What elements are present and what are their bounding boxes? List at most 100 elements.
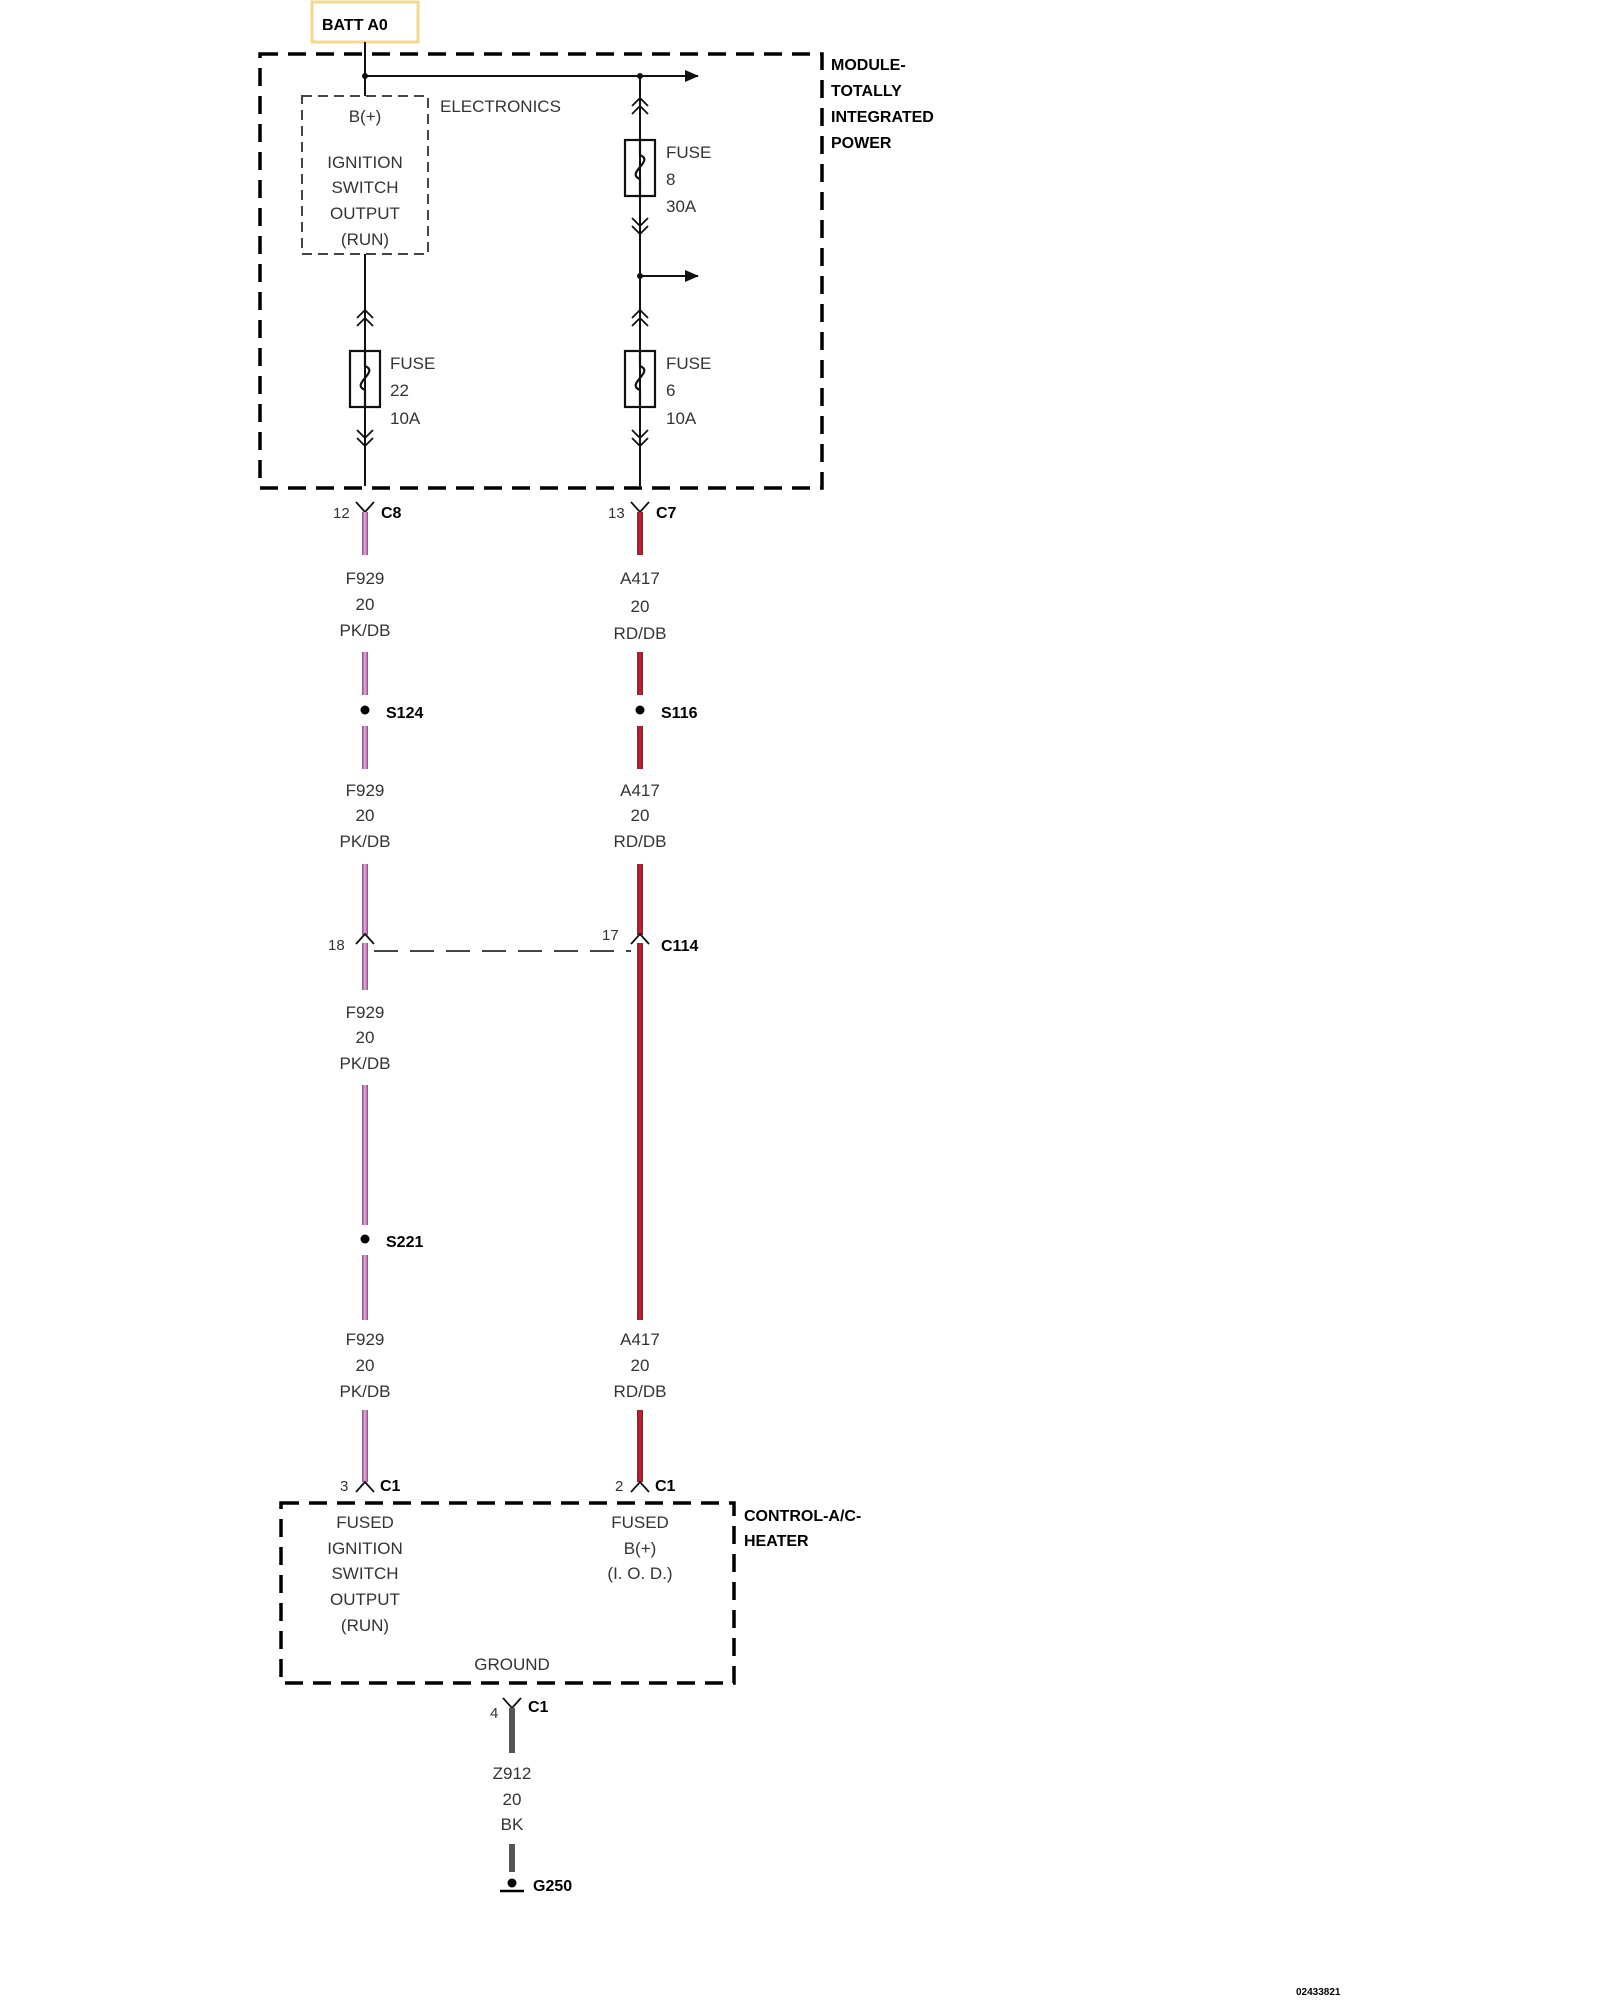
connector-c8-name: C8 (381, 505, 402, 522)
fuse-22-label: FUSE 22 10A (390, 354, 435, 428)
connector-c8-pin: 12 (333, 505, 350, 522)
connector-c7-icon (630, 501, 650, 514)
svg-text:PK/DB: PK/DB (339, 832, 390, 851)
connector-c1-pin2-name: C1 (655, 1478, 676, 1495)
svg-text:HEATER: HEATER (744, 1533, 809, 1550)
svg-text:A417: A417 (620, 781, 660, 800)
connector-c114-pin-right: 17 (602, 927, 619, 944)
wire-f929-label: F929 20 PK/DB (339, 781, 390, 851)
splice-s116-label: S116 (661, 705, 698, 722)
chevron-up-icon (631, 308, 649, 327)
svg-text:F929: F929 (346, 569, 385, 588)
svg-text:20: 20 (503, 1790, 522, 1809)
svg-text:FUSE: FUSE (666, 354, 711, 373)
svg-text:FUSE: FUSE (390, 354, 435, 373)
connector-c114-pin-left: 18 (328, 937, 345, 954)
svg-text:POWER: POWER (831, 135, 892, 152)
hvac-fused-b-plus-label: FUSED B(+) (I. O. D.) (607, 1513, 672, 1583)
svg-text:8: 8 (666, 170, 675, 189)
svg-text:OUTPUT: OUTPUT (330, 1590, 400, 1609)
svg-text:BK: BK (501, 1815, 524, 1834)
svg-text:SWITCH: SWITCH (331, 1564, 398, 1583)
hvac-fused-ignition-label: FUSED IGNITION SWITCH OUTPUT (RUN) (327, 1513, 403, 1635)
figure-id: 02433821 (1296, 1987, 1341, 1998)
chevron-up-icon (631, 96, 649, 115)
svg-text:RD/DB: RD/DB (614, 624, 667, 643)
electronics-box (301, 95, 429, 255)
svg-text:20: 20 (631, 806, 650, 825)
splice-s116-dot (635, 705, 645, 715)
svg-text:PK/DB: PK/DB (339, 621, 390, 640)
svg-text:RD/DB: RD/DB (614, 1382, 667, 1401)
chevron-down-icon (631, 429, 649, 448)
svg-text:CONTROL-A/C-: CONTROL-A/C- (744, 1508, 861, 1525)
fuse-22-icon (348, 349, 382, 409)
svg-text:(I. O. D.): (I. O. D.) (607, 1564, 672, 1583)
svg-text:30A: 30A (666, 197, 697, 216)
svg-text:B(+): B(+) (624, 1539, 657, 1558)
svg-text:20: 20 (631, 597, 650, 616)
splice-s221-label: S221 (386, 1234, 423, 1251)
connector-c1-pin4-icon (502, 1697, 522, 1710)
svg-text:PK/DB: PK/DB (339, 1382, 390, 1401)
svg-text:F929: F929 (346, 1003, 385, 1022)
connector-c8-icon (355, 501, 375, 514)
svg-text:A417: A417 (620, 569, 660, 588)
fuse-8-label: FUSE 8 30A (666, 143, 711, 216)
svg-text:F929: F929 (346, 781, 385, 800)
connector-c114-left-icon (355, 932, 375, 945)
wire-f929-label: F929 20 PK/DB (339, 1330, 390, 1401)
tipm-module-title: MODULE- TOTALLY INTEGRATED POWER (831, 57, 934, 152)
svg-text:20: 20 (356, 806, 375, 825)
splice-s124-label: S124 (386, 705, 423, 722)
wire-a417-label: A417 20 RD/DB (614, 569, 667, 643)
ground-symbol-icon (500, 1878, 524, 1893)
svg-text:INTEGRATED: INTEGRATED (831, 109, 934, 126)
fuse-6-icon (623, 349, 657, 409)
ignition-switch-output-label: B(+) IGNITION SWITCH OUTPUT (RUN) (327, 107, 403, 249)
svg-text:OUTPUT: OUTPUT (330, 204, 400, 223)
connector-c1-pin2-icon (630, 1480, 650, 1493)
svg-text:10A: 10A (390, 409, 421, 428)
svg-text:IGNITION: IGNITION (327, 1539, 403, 1558)
connector-c1-pin3-name: C1 (380, 1478, 401, 1495)
splice-s124-dot (360, 705, 370, 715)
svg-text:FUSED: FUSED (611, 1513, 669, 1532)
connector-c114-right-icon (630, 932, 650, 945)
splice-s221-dot (360, 1234, 370, 1244)
ground-g250-label: G250 (533, 1878, 572, 1895)
svg-text:TOTALLY: TOTALLY (831, 83, 902, 100)
svg-text:22: 22 (390, 381, 409, 400)
svg-text:20: 20 (356, 595, 375, 614)
connector-c1-pin4-name: C1 (528, 1699, 549, 1716)
wire-f929-label: F929 20 PK/DB (339, 1003, 390, 1073)
svg-text:20: 20 (356, 1356, 375, 1375)
svg-text:Z912: Z912 (493, 1764, 532, 1783)
fuse-8-icon (623, 138, 657, 198)
wire-z912-label: Z912 20 BK (493, 1764, 532, 1834)
chevron-up-icon (356, 308, 374, 327)
connector-c1-pin3-pin: 3 (340, 1478, 348, 1495)
wire-segments (362, 512, 643, 1482)
tipm-module-box (258, 52, 824, 490)
hvac-ground-label: GROUND (474, 1655, 550, 1674)
connector-c1-pin4-pin: 4 (490, 1705, 498, 1722)
electronics-label: ELECTRONICS (440, 97, 561, 116)
svg-text:(RUN): (RUN) (341, 230, 389, 249)
connector-c114-name: C114 (661, 938, 698, 955)
svg-text:6: 6 (666, 381, 675, 400)
svg-text:A417: A417 (620, 1330, 660, 1349)
svg-text:PK/DB: PK/DB (339, 1054, 390, 1073)
wire-a417-label: A417 20 RD/DB (614, 1330, 667, 1401)
svg-text:F929: F929 (346, 1330, 385, 1349)
svg-text:B(+): B(+) (349, 107, 382, 126)
svg-text:FUSE: FUSE (666, 143, 711, 162)
svg-text:(RUN): (RUN) (341, 1616, 389, 1635)
svg-text:20: 20 (356, 1028, 375, 1047)
branch-junction-dot (637, 273, 643, 279)
chevron-down-icon (631, 217, 649, 236)
wire-f929-label: F929 20 PK/DB (339, 569, 390, 640)
hvac-control-box (279, 1501, 736, 1685)
wire-a417-label: A417 20 RD/DB (614, 781, 667, 851)
